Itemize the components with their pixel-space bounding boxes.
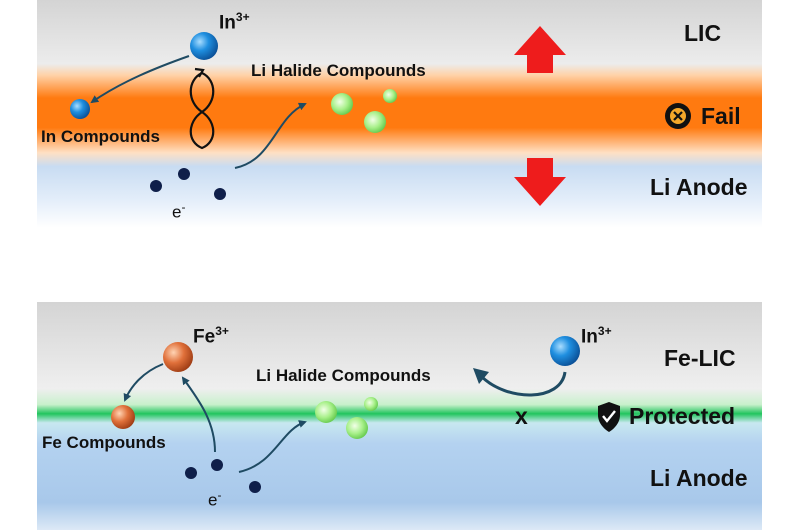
- compound-label: In Compounds: [41, 127, 160, 146]
- cycle-loop-icon: [189, 71, 215, 150]
- li-halide-particle: [364, 397, 378, 411]
- anode-label: Li Anode: [650, 465, 748, 491]
- fe-ion: [163, 342, 193, 372]
- blocked-ion-label: In3+: [581, 324, 612, 348]
- ion-label: In3+: [219, 10, 250, 34]
- anode-label: Li Anode: [650, 174, 748, 200]
- fe-compound-particle: [111, 405, 135, 429]
- electron: [178, 168, 190, 180]
- up-arrow-icon: [514, 26, 566, 73]
- cathode-label: LIC: [684, 20, 722, 46]
- electron: [150, 180, 162, 192]
- cycle-arrowhead-icon: [194, 67, 205, 78]
- reduction-arrow: [90, 55, 190, 104]
- li-halide-particle: [346, 417, 368, 439]
- li-halide-particle: [383, 89, 397, 103]
- bottom-panel: Fe-LIC Li Anode Protected Fe3+ Fe Compou…: [37, 302, 762, 530]
- status-label: Fail: [701, 103, 741, 129]
- blocked-arrowhead-icon: [473, 368, 489, 384]
- x-circle-icon: [665, 103, 691, 129]
- electron-label: e-: [208, 488, 222, 510]
- li-halide-particle: [364, 111, 386, 133]
- bottom-layers-background: [37, 302, 762, 530]
- block-mark: x: [515, 403, 528, 429]
- status-label: Protected: [629, 403, 736, 429]
- compound-label: Fe Compounds: [42, 433, 166, 452]
- in-compound-particle: [70, 99, 90, 119]
- bottom-panel-graphic: [37, 302, 762, 530]
- li-halide-particle: [331, 93, 353, 115]
- electron-label: e-: [172, 200, 186, 222]
- in-ion: [550, 336, 580, 366]
- top-panel-graphic: [37, 0, 762, 228]
- halide-label: Li Halide Compounds: [256, 366, 431, 385]
- down-arrow-icon: [514, 158, 566, 206]
- electron: [185, 467, 197, 479]
- shield-check-icon: [598, 402, 620, 432]
- electron-to-ion-arrow: [181, 376, 216, 453]
- cathode-label: Fe-LIC: [664, 345, 736, 371]
- top-panel: LIC Li Anode Fail In3+ In Compounds Li H…: [37, 0, 762, 228]
- blocked-diffusion-arrow: [479, 371, 567, 397]
- halide-label: Li Halide Compounds: [251, 61, 426, 80]
- reduction-arrow: [123, 363, 164, 402]
- ion-label: Fe3+: [193, 324, 229, 348]
- electron: [211, 459, 223, 471]
- li-halide-particle: [315, 401, 337, 423]
- in-ion: [190, 32, 218, 60]
- electron: [214, 188, 226, 200]
- electron-flow-arrow: [234, 102, 307, 169]
- electron: [249, 481, 261, 493]
- electron-flow-arrow: [238, 420, 307, 473]
